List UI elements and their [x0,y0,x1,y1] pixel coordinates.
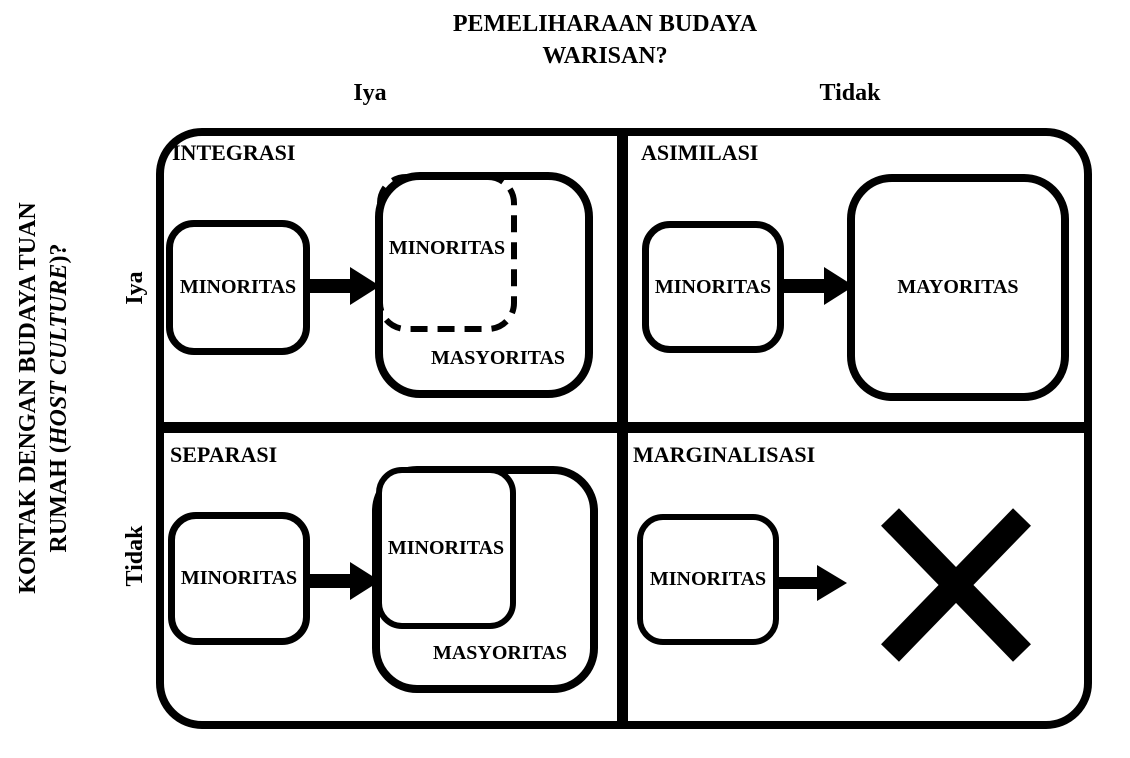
integrasi-inner-minoritas-label: MINORITAS [388,237,506,259]
integrasi-masyoritas-box [375,172,593,398]
asimilasi-arrow-icon [780,267,854,305]
separasi-minoritas-box: MINORITAS [168,512,310,645]
diagram-title-line2: WARISAN? [542,43,668,69]
separasi-arrow-icon [306,562,380,600]
row-header-iya: Iya [122,271,148,305]
column-header-tidak: Tidak [819,80,881,106]
marginalisasi-minoritas-box: MINORITAS [637,514,779,645]
marginalisasi-arrow-icon [775,565,847,601]
asimilasi-minoritas-box: MINORITAS [642,221,784,353]
column-header-iya: Iya [353,80,387,106]
integrasi-masyoritas-label: MASYORITAS [430,347,566,369]
row-axis-label-line1: KONTAK DENGAN BUDAYA TUAN [15,202,41,594]
integrasi-dashed-minoritas-box [377,174,517,332]
asimilasi-mayoritas-box: MAYORITAS [847,174,1069,401]
quadrant-title-marginalisasi: MARGINALISASI [633,442,816,467]
marginalisasi-x-mark-icon [881,508,1031,662]
quadrant-title-separasi: SEPARASI [170,442,278,467]
integrasi-minoritas-box: MINORITAS [166,220,310,355]
row-header-tidak: Tidak [122,525,148,587]
row-axis-label-line2: RUMAH (HOST CULTURE)? [46,243,72,553]
row-axis-label: KONTAK DENGAN BUDAYA TUAN RUMAH (HOST CU… [13,118,77,678]
quadrant-title-integrasi: INTEGRASI [172,140,296,165]
horizontal-divider [160,422,1088,433]
diagram-title: PEMELIHARAAN BUDAYA WARISAN? [390,8,820,72]
separasi-masyoritas-label: MASYORITAS [432,642,568,664]
separasi-inner-minoritas-box: MINORITAS [376,467,516,629]
quadrant-title-asimilasi: ASIMILASI [641,140,759,165]
diagram-title-line1: PEMELIHARAAN BUDAYA [452,11,758,37]
integrasi-arrow-icon [306,267,380,305]
